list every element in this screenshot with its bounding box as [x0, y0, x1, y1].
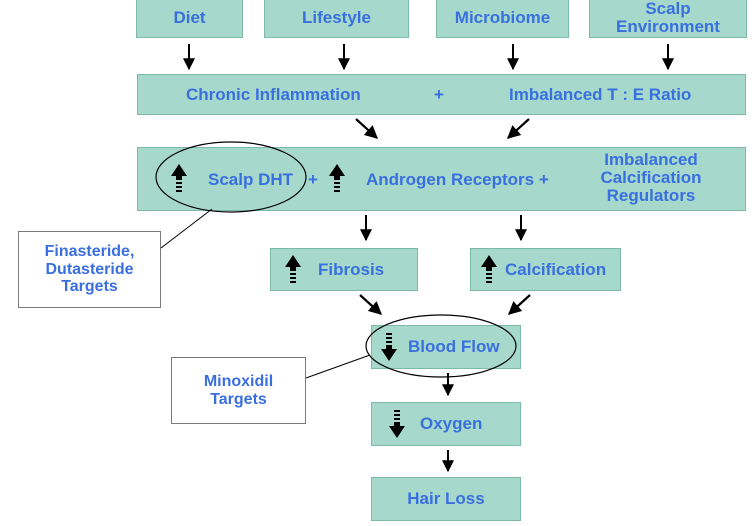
- finasteride-leader-line: [160, 208, 213, 249]
- lifestyle-box: Lifestyle: [264, 0, 409, 38]
- minoxidil-callout: Minoxidil Targets: [171, 357, 306, 424]
- hair-loss-box: Hair Loss: [371, 477, 521, 521]
- calcification-up-arrow-icon: [481, 255, 497, 283]
- microbiome-label: Microbiome: [454, 8, 551, 28]
- arrow-calcification-to-blood-flow: [508, 294, 531, 315]
- mechanism-box: [137, 147, 746, 211]
- calcification-box: [470, 248, 621, 291]
- minoxidil-callout-label: Minoxidil Targets: [203, 372, 274, 408]
- chronic-inflammation-label: Chronic Inflammation: [186, 85, 361, 104]
- scalp-environment-box: Scalp Environment: [589, 0, 747, 38]
- finasteride-callout-label: Finasteride, Dutasteride Targets: [44, 243, 135, 296]
- microbiome-box: Microbiome: [436, 0, 569, 38]
- androgen-receptors-up-arrow-icon: [329, 164, 345, 192]
- blood-flow-box: [371, 325, 521, 369]
- imbalanced-ratio-label: Imbalanced T : E Ratio: [509, 85, 692, 104]
- arrow-fibrosis-to-blood-flow: [359, 294, 382, 315]
- oxygen-label: Oxygen: [420, 414, 483, 433]
- blood-flow-highlight-ellipse: [365, 314, 517, 378]
- arrow-inflammation-left: [355, 118, 378, 139]
- scalp-dht-up-arrow-icon: [171, 164, 187, 192]
- scalp-dht-label: Scalp DHT: [208, 170, 294, 189]
- minoxidil-leader-line: [305, 354, 371, 379]
- finasteride-callout: Finasteride, Dutasteride Targets: [18, 231, 161, 308]
- mechanism-plus-label: +: [308, 170, 318, 189]
- diet-label: Diet: [173, 8, 206, 28]
- lifestyle-label: Lifestyle: [302, 8, 371, 28]
- arrow-inflammation-right: [507, 118, 530, 139]
- blood-flow-down-arrow-icon: [381, 333, 397, 361]
- calcification-label: Calcification: [505, 260, 607, 279]
- scalp-dht-highlight-ellipse: [155, 141, 307, 213]
- scalp-environment-label: Scalp Environment: [616, 0, 720, 36]
- diet-box: Diet: [136, 0, 243, 38]
- hair-loss-label: Hair Loss: [407, 489, 485, 509]
- fibrosis-label: Fibrosis: [318, 260, 385, 279]
- oxygen-down-arrow-icon: [389, 410, 405, 438]
- inflammation-plus-label: +: [434, 85, 444, 104]
- blood-flow-label: Blood Flow: [408, 337, 500, 356]
- calcification-regulators-label: Imbalanced Calcification Regulators: [600, 150, 702, 205]
- inflammation-box: [137, 74, 746, 115]
- fibrosis-up-arrow-icon: [285, 255, 301, 283]
- androgen-receptors-label: Androgen Receptors +: [366, 170, 549, 189]
